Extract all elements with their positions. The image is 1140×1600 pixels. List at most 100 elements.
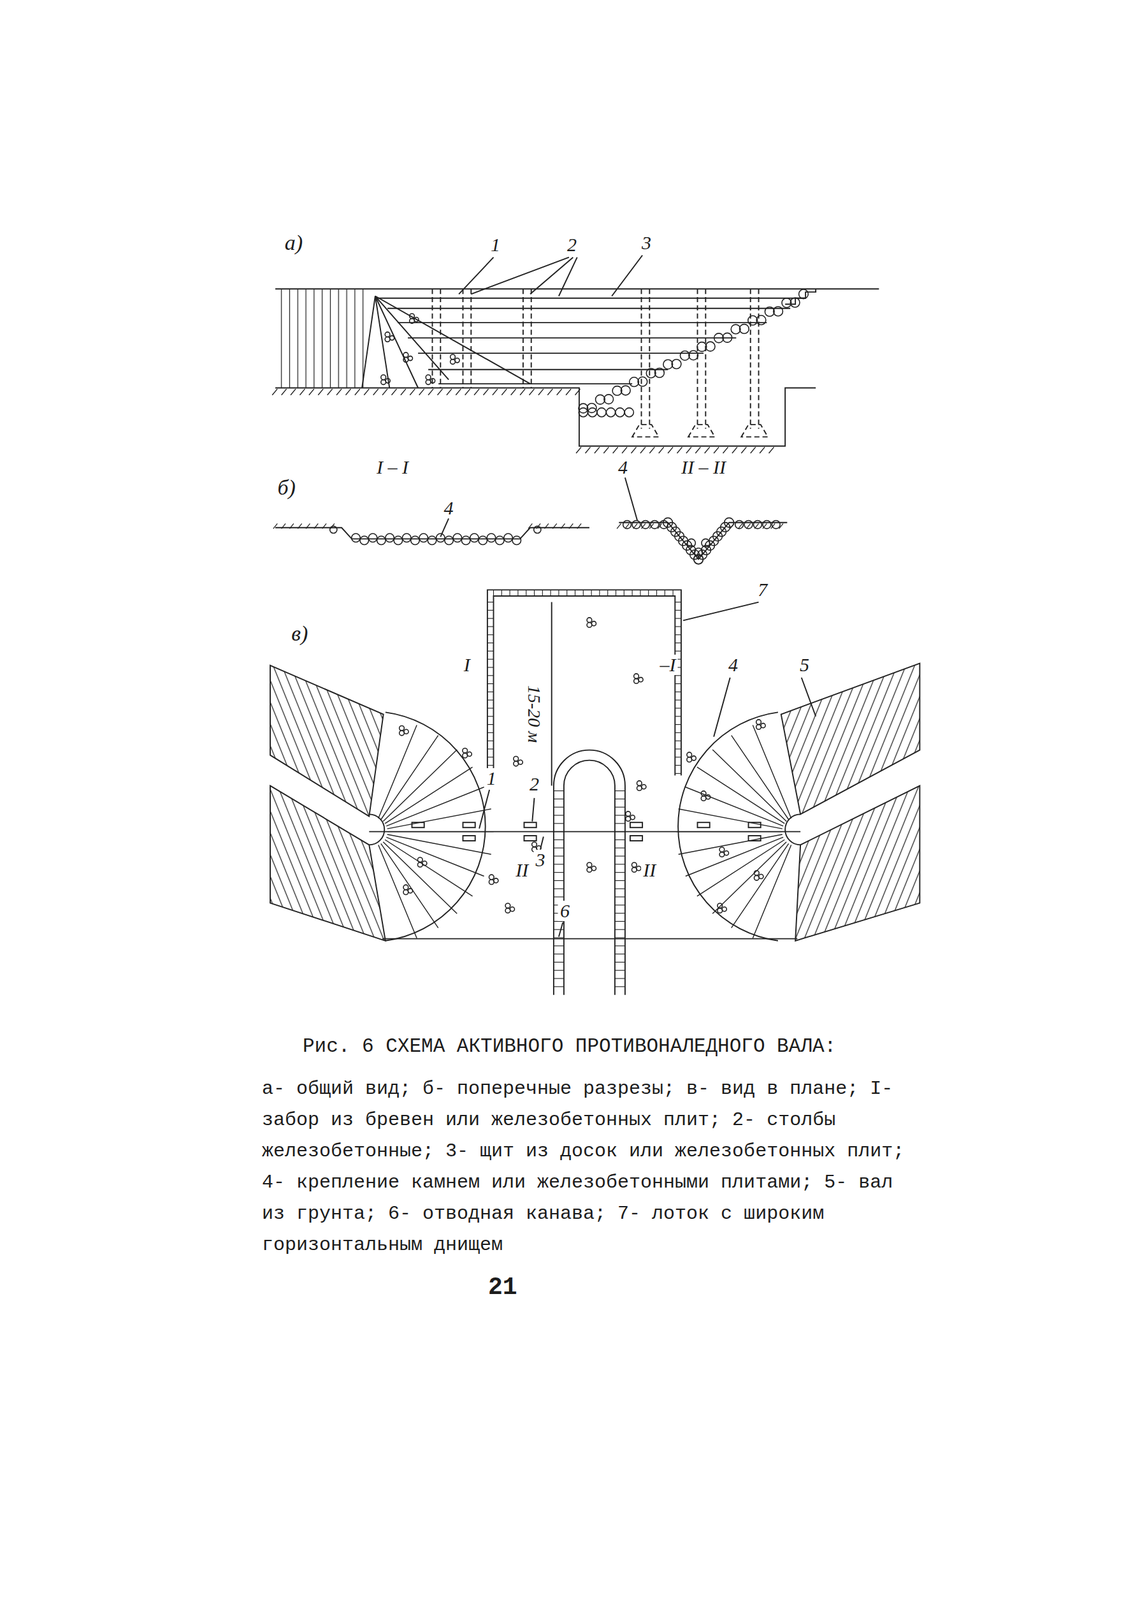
ground-tick <box>547 388 553 396</box>
fan-ray <box>381 735 439 820</box>
edge-tick <box>674 625 682 627</box>
stone <box>641 784 647 789</box>
stone <box>799 289 809 299</box>
ground-tick <box>594 446 600 454</box>
ground-tick <box>336 388 342 396</box>
stone <box>655 368 665 378</box>
stone <box>419 533 428 542</box>
ground-tick <box>297 523 302 529</box>
edge-tick <box>493 589 494 596</box>
callout-number: 4 <box>442 497 456 519</box>
edge-tick <box>614 871 626 873</box>
edge-tick <box>542 589 543 596</box>
fan-ray <box>676 830 782 832</box>
callout-number: 4 <box>726 654 740 675</box>
stone <box>368 533 377 542</box>
stone <box>512 535 521 545</box>
ground-tick <box>428 388 434 396</box>
stone <box>444 535 454 545</box>
stone <box>532 841 538 847</box>
edge-tick <box>553 945 564 946</box>
trough <box>487 589 682 786</box>
fan-ray <box>382 841 457 914</box>
edge-tick <box>487 699 494 701</box>
edge-tick <box>583 589 584 596</box>
callout-number: 3 <box>533 849 548 870</box>
stone <box>756 719 762 725</box>
edge-tick <box>614 806 626 808</box>
edge-tick <box>553 814 564 816</box>
ground-tick <box>713 446 719 454</box>
edge-tick <box>614 880 626 881</box>
ground-tick <box>437 388 443 396</box>
ground-tick <box>419 388 425 396</box>
ground-tick <box>281 388 287 396</box>
stone <box>467 751 472 756</box>
edge-tick <box>614 953 626 954</box>
edge-tick <box>674 683 682 684</box>
stone <box>701 538 710 547</box>
ground-tick <box>317 388 324 396</box>
edge-tick <box>674 707 682 708</box>
stone <box>486 533 496 542</box>
ground-tick <box>492 388 498 396</box>
stone <box>700 790 707 796</box>
callout-number: в) <box>289 621 310 645</box>
edge-tick <box>487 715 494 717</box>
ground-tick <box>621 446 628 454</box>
stone <box>615 407 625 417</box>
edge-tick <box>553 888 564 889</box>
ground-tick <box>556 388 563 396</box>
stone <box>641 520 650 529</box>
ground-tick <box>290 388 296 396</box>
generated-details <box>272 289 809 987</box>
posts <box>432 288 768 437</box>
stone <box>637 376 648 387</box>
edge-tick <box>648 589 649 596</box>
stone <box>578 407 588 417</box>
stone <box>518 759 523 765</box>
edge-tick <box>674 634 682 635</box>
ground-tick <box>677 446 683 454</box>
figure-caption: Рис. 6 СХЕМА АКТИВНОГО ПРОТИВОНАЛЕДНОГО … <box>302 1034 837 1058</box>
stone <box>721 906 727 912</box>
ground-tick <box>625 523 629 529</box>
stone <box>450 359 456 365</box>
ground-tick <box>455 388 461 396</box>
stone <box>700 795 707 801</box>
stone <box>454 358 460 363</box>
callout-number: 1 <box>484 767 499 789</box>
ground-tick <box>569 523 573 529</box>
callout-number: 2 <box>527 773 542 794</box>
stone <box>591 865 596 871</box>
edge-tick <box>614 830 626 832</box>
edge-tick <box>614 855 626 856</box>
callout-number: а) <box>282 231 305 255</box>
stone <box>586 622 592 628</box>
ground-tick <box>314 523 318 529</box>
stone <box>384 337 390 343</box>
drawing-lines <box>270 255 920 995</box>
edge-tick <box>614 888 626 889</box>
stone <box>504 533 513 542</box>
stone <box>588 407 598 417</box>
ground-tick <box>363 388 369 396</box>
edge-tick <box>614 920 626 922</box>
edge-tick <box>553 847 564 849</box>
edge-tick <box>533 589 535 596</box>
edge-tick <box>517 589 519 596</box>
edge-tick <box>614 961 626 963</box>
ground-tick <box>400 388 406 396</box>
figure-legend-text: а- общий вид; б- поперечные разрезы; в- … <box>261 1073 916 1261</box>
edge-tick <box>674 723 682 725</box>
fan-ray <box>382 749 457 822</box>
stone <box>771 520 780 529</box>
fan-ray <box>697 839 785 896</box>
edge-tick <box>674 748 682 749</box>
stone <box>691 755 696 761</box>
ground-tick <box>560 523 565 529</box>
leader-lines <box>440 255 816 937</box>
callout-number: II <box>641 859 658 881</box>
stone <box>470 533 479 542</box>
embankments <box>270 663 920 941</box>
